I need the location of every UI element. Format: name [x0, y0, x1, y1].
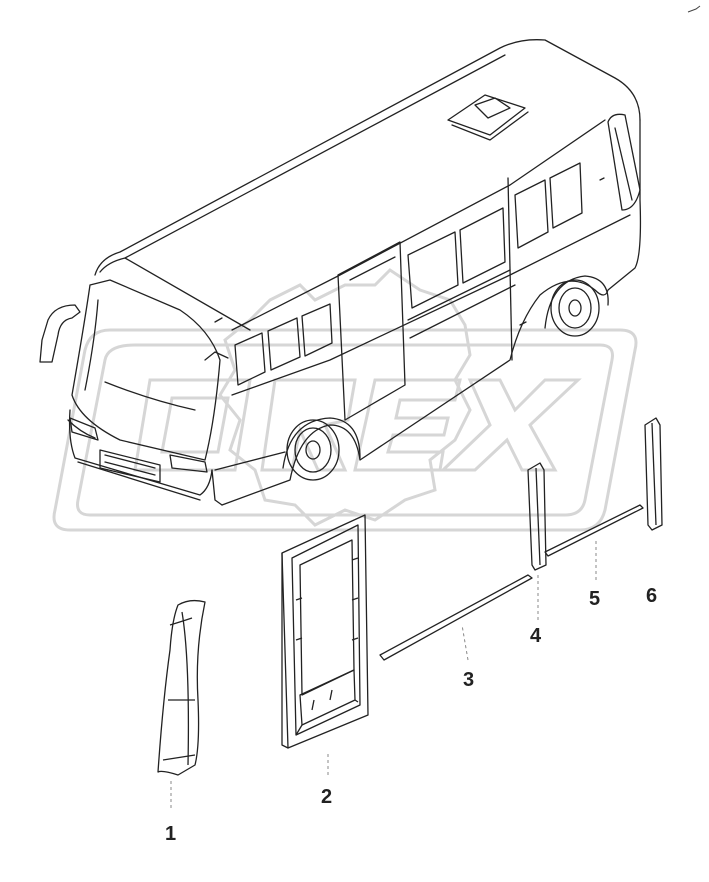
orex-watermark-logo	[52, 268, 638, 532]
bus-windshield	[71, 279, 221, 461]
door-opening	[337, 241, 406, 421]
front-grille	[99, 449, 161, 483]
side-window-5	[459, 207, 506, 284]
part-2-door-frame	[281, 514, 369, 749]
bus-illustration	[39, 39, 642, 506]
rear-wheel	[550, 279, 600, 337]
bus-roof	[94, 39, 641, 276]
bus-side-lower	[221, 119, 642, 506]
side-window-6	[514, 179, 549, 249]
callout-6: 6	[646, 585, 657, 607]
side-window-7	[549, 162, 583, 229]
callout-2: 2	[321, 786, 332, 808]
side-window-3	[301, 303, 333, 357]
roof-hatch	[447, 94, 529, 141]
callout-3: 3	[463, 669, 474, 691]
leader-line-3	[461, 624, 469, 661]
callout-1: 1	[165, 823, 176, 845]
front-wheel	[286, 419, 340, 481]
part-1-a-pillar-trim	[157, 599, 206, 776]
part-3-lower-trim-strip	[379, 574, 533, 661]
left-headlight	[69, 417, 99, 441]
right-headlight	[169, 454, 208, 473]
left-mirror	[39, 304, 81, 363]
corner-mark	[687, 5, 701, 13]
side-window-1	[234, 332, 266, 386]
callout-4: 4	[530, 625, 542, 647]
side-window-2	[267, 317, 301, 371]
callout-5: 5	[589, 588, 600, 610]
part-5-rear-trim-strip	[544, 504, 644, 557]
rear-lamp	[607, 113, 641, 211]
part-6-rear-post-trim	[644, 417, 663, 531]
part-4-door-post-trim	[527, 462, 547, 571]
